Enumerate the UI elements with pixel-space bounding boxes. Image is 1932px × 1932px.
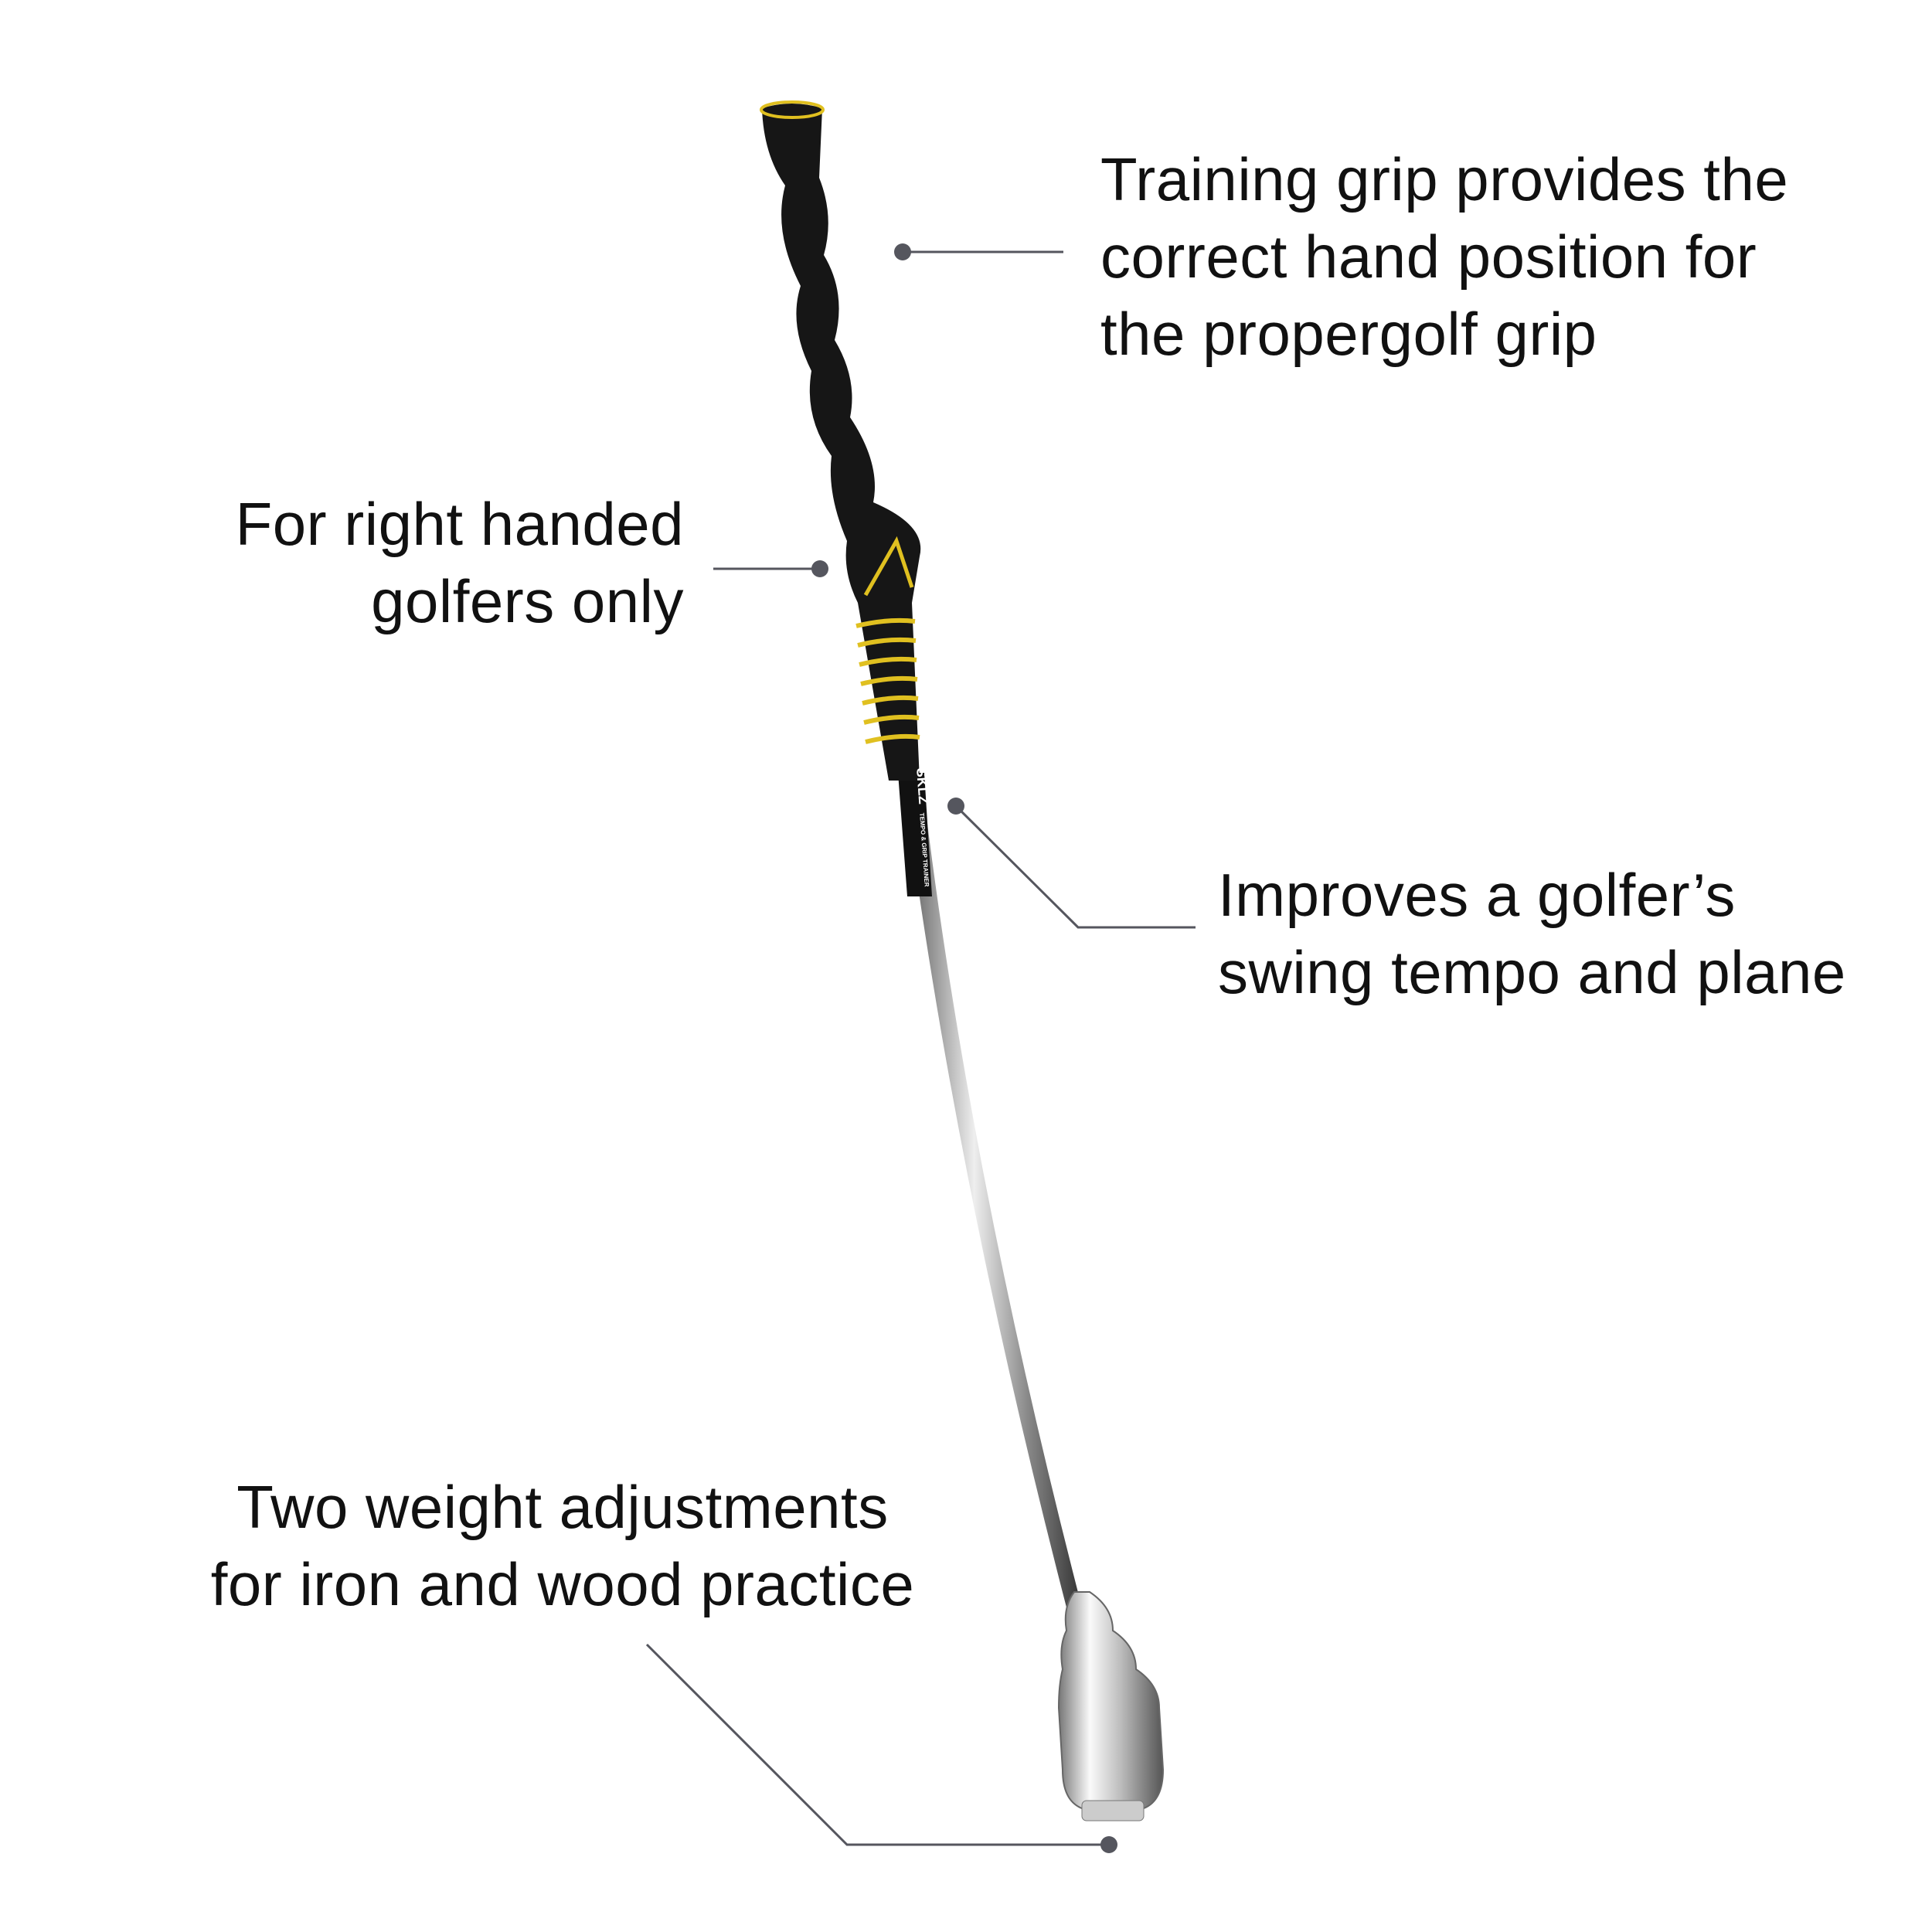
- callout-line: Training grip provides the: [1100, 145, 1789, 213]
- leader-dot-hand: [811, 560, 828, 577]
- weight-head: [1057, 1591, 1165, 1809]
- leader-dot-grip: [894, 243, 911, 260]
- callout-line: the propergolf grip: [1100, 300, 1597, 368]
- callout-line: Improves a golfer’s: [1218, 861, 1736, 929]
- callout-line: swing tempo and plane: [1218, 938, 1846, 1006]
- logo-band: [898, 773, 932, 896]
- grip-wraps: [855, 617, 920, 744]
- leader-tempo: [954, 804, 1196, 929]
- knurled-cap: [1081, 1800, 1145, 1821]
- leader-dot-weight: [1100, 1836, 1117, 1853]
- callout-weight: Two weight adjustments for iron and wood…: [176, 1468, 949, 1623]
- callout-line: correct hand position for: [1100, 223, 1757, 291]
- callout-hand: For right handed golfers only: [236, 485, 684, 640]
- leader-dot-tempo: [947, 798, 964, 815]
- callout-line: golfers only: [371, 567, 684, 635]
- callout-grip: Training grip provides the correct hand …: [1100, 141, 1788, 372]
- leader-lines: [645, 250, 1196, 1846]
- grip: [762, 104, 921, 781]
- leader-weight: [645, 1643, 1109, 1846]
- callout-line: For right handed: [235, 490, 684, 558]
- callout-line: for iron and wood practice: [210, 1550, 915, 1618]
- shaft: [903, 773, 1082, 1607]
- callout-tempo: Improves a golfer’s swing tempo and plan…: [1218, 856, 1846, 1011]
- callout-line: Two weight adjustments: [236, 1473, 889, 1541]
